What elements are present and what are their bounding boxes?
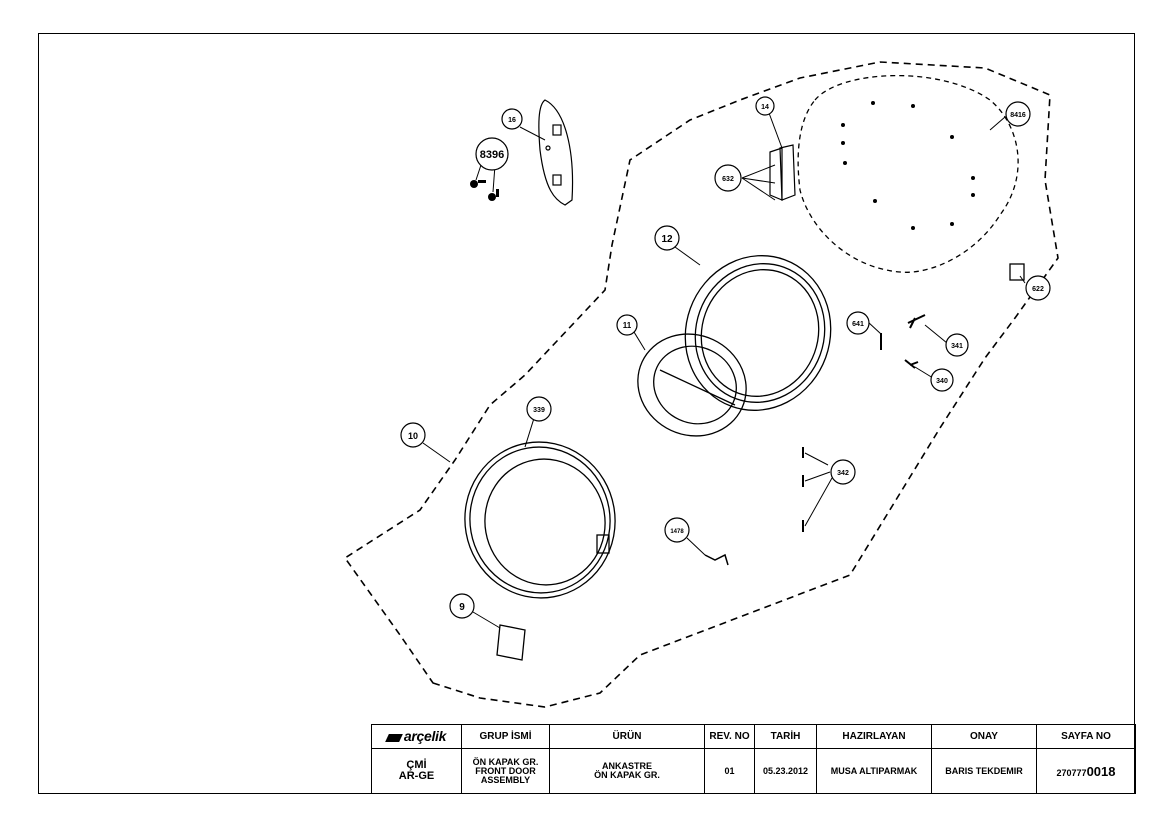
- outer-door-part: [464, 441, 616, 599]
- callout-622: 622: [1032, 286, 1044, 293]
- product-header: ÜRÜN: [549, 724, 705, 749]
- clip-part-340: [904, 359, 919, 369]
- approval-header: ONAY: [931, 724, 1037, 749]
- handle-part: [496, 624, 526, 661]
- callout-8396: 8396: [480, 149, 504, 161]
- hinge-part: [769, 144, 796, 201]
- group-header: GRUP İSMİ: [461, 724, 550, 749]
- callout-341: 341: [951, 343, 963, 350]
- callout-641: 641: [852, 321, 864, 328]
- hinge-bracket-part: [538, 99, 574, 206]
- bolt-zone-boundary: [797, 74, 1019, 273]
- callout-632: 632: [722, 176, 734, 183]
- spring-part: [704, 553, 729, 566]
- bolt-marks: [841, 101, 975, 230]
- callout-12: 12: [661, 234, 673, 245]
- callout-circles: [400, 96, 1051, 619]
- callout-11: 11: [623, 321, 632, 330]
- group-name-cell: ÖN KAPAK GR. FRONT DOOR ASSEMBLY: [461, 748, 550, 794]
- page-number-cell: 2707770018: [1036, 748, 1136, 794]
- screw-parts: [470, 180, 499, 201]
- door-frame-part: [684, 255, 832, 411]
- clip-part-341: [907, 314, 926, 329]
- prepared-cell: MUSA ALTIPARMAK: [816, 748, 932, 794]
- callout-14: 14: [761, 104, 769, 111]
- callout-10: 10: [408, 431, 418, 441]
- lock-part: [1009, 263, 1025, 281]
- product-cell: ANKASTRE ÖN KAPAK GR.: [549, 748, 705, 794]
- rev-cell: 01: [704, 748, 755, 794]
- drawing-frame: [38, 33, 1135, 794]
- callout-342: 342: [837, 470, 849, 477]
- assembly-boundary: [343, 61, 1059, 708]
- prepared-header: HAZIRLAYAN: [816, 724, 932, 749]
- brand-logo: arçelik: [371, 724, 462, 749]
- page-header: SAYFA NO: [1036, 724, 1136, 749]
- callout-8416: 8416: [1010, 112, 1026, 119]
- department-cell: ÇMİ AR-GE: [371, 748, 462, 794]
- door-glass-part: [637, 333, 747, 437]
- date-header: TARİH: [754, 724, 817, 749]
- callout-9: 9: [459, 602, 465, 613]
- approval-cell: BARIS TEKDEMIR: [931, 748, 1037, 794]
- callout-1478: 1478: [670, 529, 684, 535]
- rev-header: REV. NO: [704, 724, 755, 749]
- date-cell: 05.23.2012: [754, 748, 817, 794]
- callout-16: 16: [508, 117, 516, 124]
- callout-340: 340: [936, 378, 948, 385]
- callout-339: 339: [533, 407, 545, 414]
- title-block: arçelik GRUP İSMİ ÜRÜN REV. NO TARİH HAZ…: [371, 724, 1136, 794]
